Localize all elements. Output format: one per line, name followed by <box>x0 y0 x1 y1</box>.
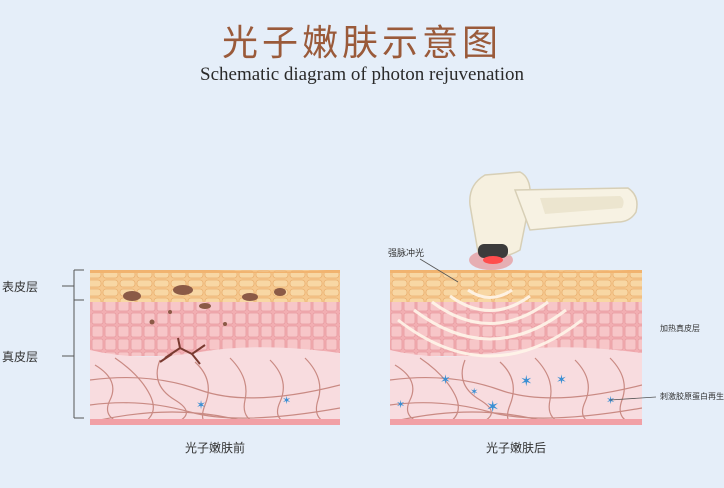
epidermis-layer-after <box>390 270 642 302</box>
svg-text:✶: ✶ <box>520 372 533 390</box>
svg-text:✶: ✶ <box>486 397 499 416</box>
svg-text:✶: ✶ <box>440 373 451 388</box>
svg-text:✶: ✶ <box>196 398 206 412</box>
caption-before: 光子嫩肤前 <box>185 440 245 455</box>
svg-text:✶: ✶ <box>606 394 615 407</box>
label-collagen-regen: 刺激胶原蛋白再生 <box>660 391 724 401</box>
cell-layer-after <box>390 302 642 356</box>
cell-layer-before <box>90 302 340 356</box>
svg-text:✶: ✶ <box>282 394 291 407</box>
svg-text:✶: ✶ <box>470 387 478 398</box>
label-pulse-light: 强脉冲光 <box>388 247 424 259</box>
label-epidermis: 表皮层 <box>2 280 38 294</box>
skin-after-panel: ✶ ✶ ✶ ✶ ✶ ✶ ✶ <box>390 268 642 426</box>
skin-before-panel: ✶ ✶ <box>90 268 340 426</box>
svg-text:✶: ✶ <box>556 373 567 388</box>
ipl-device <box>469 172 637 270</box>
layer-bracket-left <box>62 270 84 418</box>
label-heat-dermis: 加热真皮层 <box>660 323 700 333</box>
svg-text:✶: ✶ <box>396 398 405 411</box>
caption-after: 光子嫩肤后 <box>486 440 546 455</box>
label-dermis: 真皮层 <box>2 350 38 364</box>
